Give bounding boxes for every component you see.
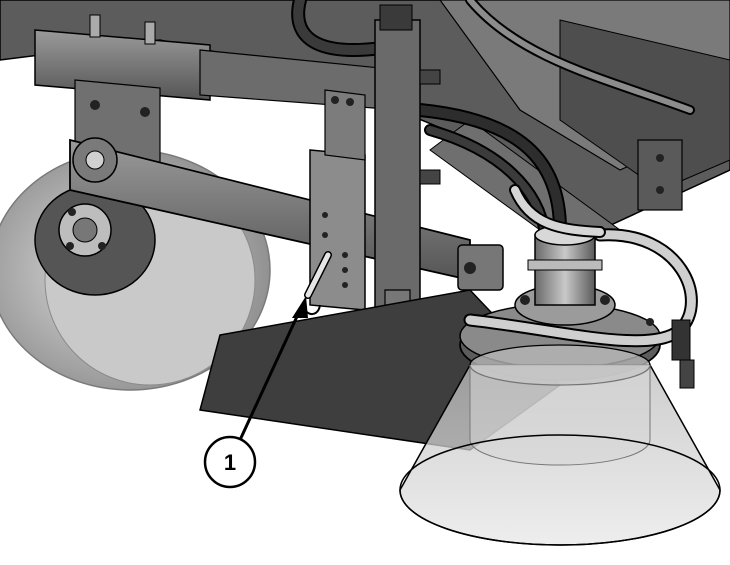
- callout-bubble: [203, 435, 257, 489]
- callout-1: 1: [203, 296, 308, 489]
- side-brush-cone: [399, 344, 721, 546]
- callout-number: 1: [224, 450, 236, 475]
- height-adjust-bracket: [303, 89, 366, 315]
- callout-arrowhead: [292, 296, 308, 318]
- callout-leader-line: [238, 309, 302, 441]
